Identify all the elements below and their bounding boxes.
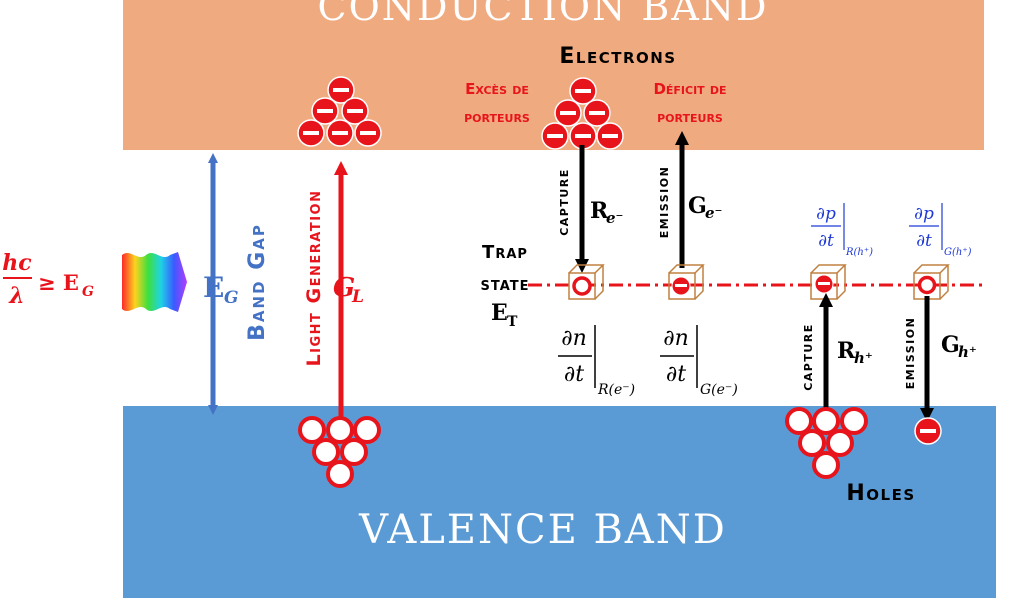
dp-dt-recombination: ∂p ∂t R(h⁺) [811,203,873,258]
re-label: R e⁻ [590,198,623,227]
svg-text:∂t: ∂t [916,231,932,251]
svg-text:∂p: ∂p [914,204,934,224]
trap-box-3 [810,264,847,300]
svg-text:E: E [491,300,508,326]
et-label: E T [491,300,518,330]
svg-text:G: G [333,273,355,303]
excess-label: Excès de porteurs [464,80,530,126]
svg-text:R(e⁻): R(e⁻) [597,382,635,398]
svg-text:e⁻: e⁻ [705,204,722,222]
svg-text:∂t: ∂t [564,362,584,387]
svg-text:∂t: ∂t [818,231,834,251]
svg-text:R: R [837,338,856,364]
svg-text:Déficit de: Déficit de [653,80,726,98]
hole-capture-label: capture [798,323,816,391]
svg-text:λ: λ [8,283,24,309]
trap-box-2 [668,264,705,300]
conduction-band-label: CONDUCTION BAND [318,0,769,29]
ge-label: G e⁻ [688,193,722,222]
electrons-label: Electrons [559,44,676,69]
gh-label: G h⁺ [941,332,977,361]
electron-emission-label: emission [654,166,672,239]
dp-dt-generation: ∂p ∂t G(h⁺) [909,203,972,258]
trap-state-label: Trap state [480,242,529,295]
dn-dt-generation: ∂n ∂t G(e⁻) [660,325,738,398]
electron-capture-label: capture [554,168,572,236]
svg-text:∂t: ∂t [666,362,686,387]
rh-label: R h⁺ [837,338,873,367]
eg-label: E G [203,271,239,308]
svg-text:G: G [688,193,707,219]
svg-text:porteurs: porteurs [657,108,723,126]
photon-wave-icon [122,252,187,312]
svg-text:state: state [480,274,529,295]
svg-text:≥ E: ≥ E [38,270,79,295]
trap-box-1 [568,264,605,300]
svg-text:Excès de: Excès de [465,80,529,98]
svg-text:G(e⁻): G(e⁻) [700,382,738,398]
band-gap-label: Band Gap [245,223,270,341]
svg-text:E: E [203,271,224,304]
hole-group-right [785,407,868,479]
svg-text:G: G [941,332,960,358]
photon-energy-formula: hc λ ≥ E G [2,250,94,309]
trap-box-4 [913,264,950,300]
svg-text:∂n: ∂n [663,326,689,351]
svg-text:porteurs: porteurs [464,108,530,126]
electron-group-left [297,76,382,147]
svg-text:h⁺: h⁺ [854,349,873,367]
svg-text:h⁺: h⁺ [958,343,977,361]
gl-label: G L [333,273,364,307]
svg-text:R(h⁺): R(h⁺) [845,247,873,258]
holes-label: Holes [846,481,915,506]
light-generation-label: Light Generation [303,190,325,367]
svg-text:G(h⁺): G(h⁺) [944,247,972,258]
svg-text:G: G [82,284,94,300]
dn-dt-recombination: ∂n ∂t R(e⁻) [558,325,635,398]
svg-text:∂p: ∂p [816,204,836,224]
svg-text:∂n: ∂n [561,326,587,351]
svg-text:e⁻: e⁻ [606,209,623,227]
svg-text:Trap: Trap [482,242,528,263]
hole-emission-label: emission [900,317,918,390]
deficit-label: Déficit de porteurs [653,80,726,126]
emitted-electron [914,417,942,445]
svg-text:G: G [224,288,239,308]
svg-text:T: T [507,314,518,330]
svg-text:hc: hc [2,250,32,276]
valence-band-label: VALENCE BAND [358,507,727,553]
svg-text:L: L [351,287,364,307]
svg-text:R: R [590,198,609,224]
hole-group-left [298,416,381,488]
